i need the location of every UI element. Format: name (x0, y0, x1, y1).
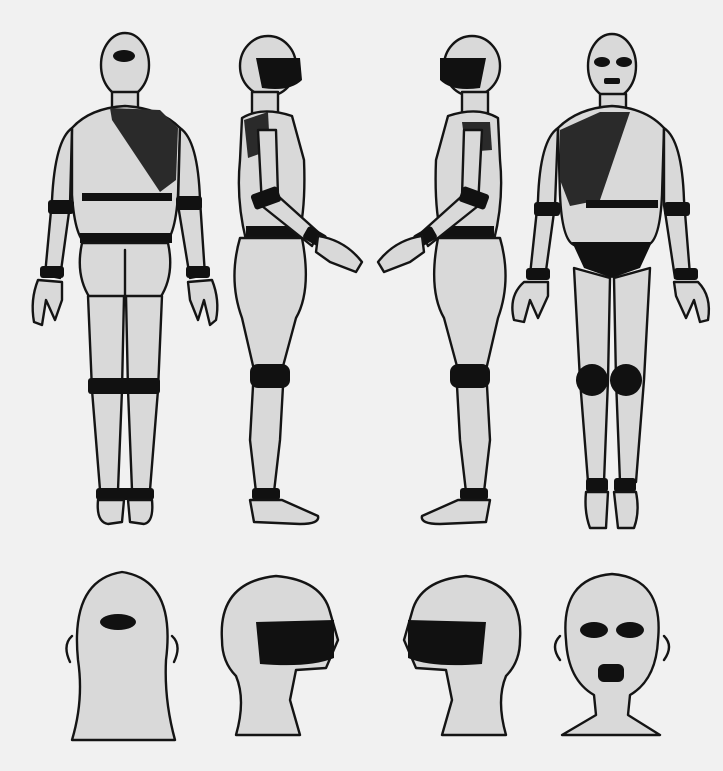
front-left-eye-marker (594, 57, 610, 67)
back-ankle-band (96, 488, 154, 500)
side2-ankle-band (460, 488, 488, 500)
side1-face-mask (256, 58, 302, 89)
back-head-marker (113, 50, 135, 62)
front-chest-band (586, 200, 658, 208)
side1-ankle-band (252, 488, 280, 500)
front-right-knee-marker (610, 364, 642, 396)
front-left-elbow-band (534, 202, 560, 216)
front-right-wrist-band (674, 268, 698, 280)
head-front-left-eye-marker (580, 622, 608, 638)
front-right-ankle-band (614, 478, 636, 492)
back-chest-band (82, 193, 172, 201)
back-left-wrist-band (40, 266, 64, 278)
head-side2-mask (408, 620, 486, 665)
side2-knee-band (450, 364, 490, 388)
head-side1-mask (256, 620, 334, 665)
back-right-wrist-band (186, 266, 210, 278)
head-back-marker (100, 614, 136, 630)
front-right-eye-marker (616, 57, 632, 67)
front-left-knee-marker (576, 364, 608, 396)
back-right-elbow-band (176, 196, 202, 210)
front-left-ankle-band (586, 478, 608, 492)
head-front-right-eye-marker (616, 622, 644, 638)
front-mouth-marker (604, 78, 620, 84)
side1-knee-band (250, 364, 290, 388)
back-knee-band (88, 378, 160, 394)
back-waist-band (80, 233, 172, 243)
back-left-elbow-band (48, 200, 74, 214)
side2-face-mask (440, 58, 486, 89)
head-front-mouth-marker (598, 664, 624, 682)
front-left-wrist-band (526, 268, 550, 280)
front-right-elbow-band (664, 202, 690, 216)
